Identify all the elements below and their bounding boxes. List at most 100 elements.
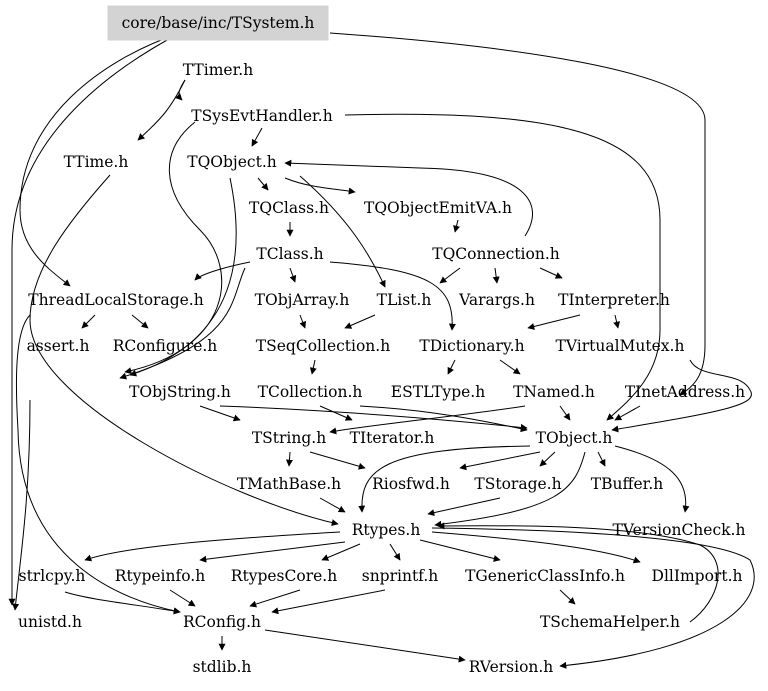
edge-rtypescore-rconfig: [249, 589, 301, 608]
node-rversion[interactable]: RVersion.h: [469, 658, 554, 676]
node-tseqcollection[interactable]: TSeqCollection.h: [256, 337, 390, 355]
edge-tlist-tseqcollection: [344, 314, 376, 329]
edge-tqobject-tobjstring: [129, 177, 237, 377]
node-titerator[interactable]: TIterator.h: [350, 429, 435, 447]
node-tinterpreter[interactable]: TInterpreter.h: [558, 291, 670, 309]
node-estltype[interactable]: ESTLType.h: [391, 383, 485, 401]
edge-threadlocalstorage-rconfig: [15, 314, 181, 615]
edge-rtypes-snprintf: [389, 543, 401, 561]
edge-rtypes-rversion: [431, 527, 755, 669]
node-tqclass[interactable]: TQClass.h: [249, 199, 329, 217]
edge-tsysevthandler-tobject: [344, 113, 661, 421]
edge-tobjstring-tstring: [199, 405, 241, 422]
node-rtypescore[interactable]: RtypesCore.h: [231, 567, 337, 585]
edge-tmathbase-rtypes: [319, 497, 346, 513]
edge-tobjarray-tseqcollection: [299, 314, 307, 329]
edge-rtypes-dllimport: [431, 531, 641, 564]
edge-tobject-rtypes-b: [358, 445, 531, 513]
edge-tschemahelper-rtypes: [437, 522, 719, 623]
edge-tvirtualmutex-tobject: [611, 359, 752, 433]
edge-tobject-riosfwd: [459, 451, 541, 471]
node-root[interactable]: core/base/inc/TSystem.h: [107, 5, 329, 41]
edge-rtypes-rtypeinfo: [199, 541, 346, 563]
edge-tstring-riosfwd: [309, 451, 366, 470]
edge-tqobject-tqobjectemitva: [284, 177, 356, 195]
node-tclass[interactable]: TClass.h: [256, 245, 323, 263]
edge-rtypes-rtypescore: [321, 543, 361, 561]
edge-strlcpy-rconfig: [64, 591, 181, 615]
node-tqconnection[interactable]: TQConnection.h: [432, 245, 559, 263]
edge-tclass-tobjarray: [289, 267, 297, 283]
node-stdlib[interactable]: stdlib.h: [193, 658, 252, 676]
graph-nodes: core/base/inc/TSystem.h TTimer.h TSysEvt…: [18, 5, 746, 676]
edge-tqconnection-tlist: [439, 267, 461, 284]
node-unistd[interactable]: unistd.h: [18, 613, 82, 631]
edge-tinterpreter-tdictionary: [527, 314, 581, 330]
edge-tsysevthandler-tqobject: [251, 127, 263, 147]
edge-tclass-threadlocalstorage: [194, 261, 251, 281]
node-root-label: core/base/inc/TSystem.h: [122, 14, 315, 32]
edge-root-tinetaddress: [329, 32, 706, 396]
edge-tstring-tmathbase: [285, 451, 293, 467]
node-tqobjectemitva[interactable]: TQObjectEmitVA.h: [364, 199, 512, 217]
node-tdictionary[interactable]: TDictionary.h: [419, 337, 524, 355]
node-tschemahelper[interactable]: TSchemaHelper.h: [540, 613, 680, 631]
node-varargs[interactable]: Varargs.h: [458, 291, 535, 309]
node-tobject[interactable]: TObject.h: [536, 429, 613, 447]
node-tcollection[interactable]: TCollection.h: [258, 383, 363, 401]
edge-tqconnection-tinterpreter: [539, 267, 563, 279]
node-ttimer[interactable]: TTimer.h: [183, 61, 253, 79]
node-ttime[interactable]: TTime.h: [64, 153, 129, 171]
edge-tinetaddress-tobject: [614, 405, 641, 421]
edge-ttime-rtypes: [29, 174, 339, 527]
edge-tqobject-tlist: [299, 175, 386, 288]
node-tsysevthandler[interactable]: TSysEvtHandler.h: [191, 107, 332, 125]
edge-tdictionary-tnamed: [499, 359, 521, 375]
edge-root-unistd: [8, 32, 181, 606]
node-threadlocalstorage[interactable]: ThreadLocalStorage.h: [28, 291, 203, 309]
node-strlcpy[interactable]: strlcpy.h: [19, 567, 86, 585]
node-tnamed[interactable]: TNamed.h: [513, 383, 595, 401]
edge-ttimer-ttime: [137, 79, 186, 141]
node-tobjarray[interactable]: TObjArray.h: [255, 291, 350, 309]
node-rconfigure[interactable]: RConfigure.h: [113, 337, 218, 355]
edge-rtypeinfo-rconfig: [169, 589, 196, 607]
node-tobjstring[interactable]: TObjString.h: [129, 383, 231, 401]
node-tbuffer[interactable]: TBuffer.h: [591, 475, 664, 493]
edge-tnamed-tobject: [559, 405, 571, 421]
node-tmathbase[interactable]: TMathBase.h: [237, 475, 341, 493]
edge-tobjstring-tobject: [219, 405, 528, 431]
edge-tclass-tobjstring: [119, 267, 246, 380]
node-snprintf[interactable]: snprintf.h: [362, 567, 439, 585]
node-tvirtualmutex[interactable]: TVirtualMutex.h: [556, 337, 685, 355]
edge-threadlocalstorage-assert: [81, 314, 96, 329]
node-tversioncheck[interactable]: TVersionCheck.h: [613, 521, 746, 539]
edge-tinterpreter-tvirtualmutex: [613, 314, 620, 329]
node-riosfwd[interactable]: Riosfwd.h: [372, 475, 450, 493]
node-rtypes[interactable]: Rtypes.h: [352, 521, 421, 539]
edge-tobject-tbuffer: [597, 451, 606, 467]
dependency-edges: [8, 32, 755, 669]
edge-tobject-rtypes: [434, 451, 586, 528]
node-tinetaddress[interactable]: TInetAddress.h: [625, 383, 745, 401]
node-tgenericclassinfo[interactable]: TGenericClassInfo.h: [465, 567, 625, 585]
node-tqobject[interactable]: TQObject.h: [187, 153, 276, 171]
edge-rtypes-tgenericclassinfo: [419, 539, 501, 562]
node-tstorage[interactable]: TStorage.h: [474, 475, 561, 493]
edge-threadlocalstorage-rconfigure: [131, 314, 149, 329]
node-assert[interactable]: assert.h: [27, 337, 90, 355]
edge-tnamed-tstring: [329, 405, 526, 435]
edge-rtypes-strlcpy: [84, 531, 341, 562]
edge-tobject-tversioncheck: [614, 445, 690, 513]
node-tlist[interactable]: TList.h: [377, 291, 432, 309]
edge-tgenericclassinfo-tschemahelper: [559, 589, 576, 605]
edge-ttime-unistd: [12, 399, 31, 611]
node-rtypeinfo[interactable]: Rtypeinfo.h: [115, 567, 205, 585]
edge-tqobject-tqclass: [257, 177, 269, 191]
edge-tdictionary-estltype: [447, 359, 456, 375]
node-tstring[interactable]: TString.h: [252, 429, 326, 447]
node-rconfig[interactable]: RConfig.h: [183, 613, 261, 631]
node-dllimport[interactable]: DllImport.h: [652, 567, 743, 585]
edge-snprintf-rconfig: [271, 589, 386, 615]
